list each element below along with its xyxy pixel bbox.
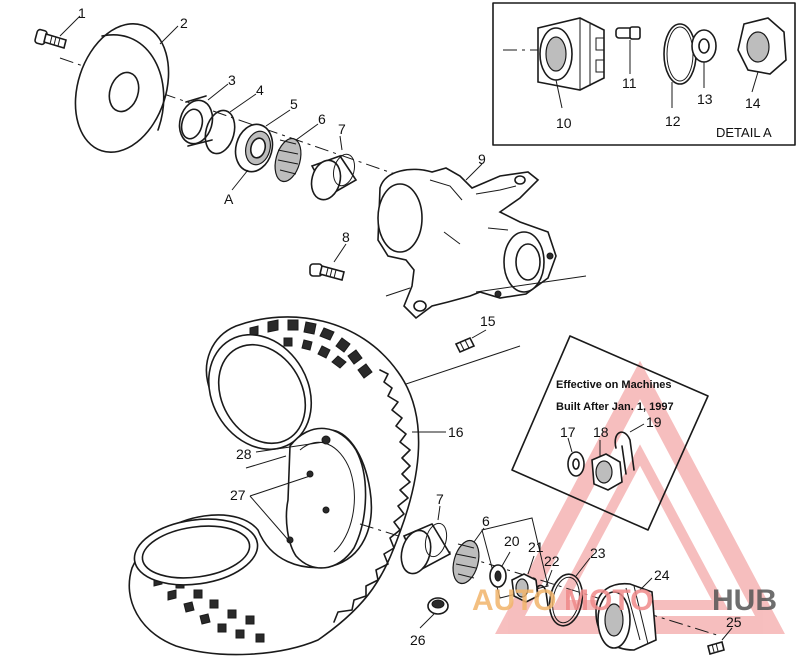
part-18-castle-nut	[591, 453, 623, 491]
note-box: Effective on Machines Built After Jan. 1…	[511, 335, 709, 531]
callout-4: 4	[256, 82, 264, 98]
callout-9: 9	[478, 151, 486, 167]
watermark-part-3: HUB	[712, 584, 777, 617]
callout-8: 8	[342, 229, 350, 245]
callout-20: 20	[504, 533, 520, 549]
callout-18: 18	[593, 424, 609, 440]
callout-12: 12	[665, 113, 681, 129]
part-5-bearing	[234, 123, 274, 173]
tire-tread-bottom	[153, 575, 265, 643]
part-17-washer	[567, 451, 585, 477]
part-8-bolt	[309, 263, 345, 281]
callout-13: 13	[697, 91, 713, 107]
callout-17: 17	[560, 424, 576, 440]
callout-28: 28	[236, 446, 252, 462]
note-line-2: Built After Jan. 1, 1997	[556, 401, 674, 413]
callout-1: 1	[78, 5, 86, 21]
callout-6-lower: 6	[482, 513, 490, 529]
watermark-part-1: AUTO	[472, 584, 556, 617]
part-13-washer	[691, 29, 717, 63]
detail-a-label: DETAIL A	[716, 125, 772, 140]
callout-16: 16	[448, 424, 464, 440]
callout-25: 25	[726, 614, 742, 630]
part-6-lower-bearing	[452, 539, 480, 585]
callout-3: 3	[228, 72, 236, 88]
watermark-part-2: MOTO	[564, 584, 653, 617]
part-19-cotter-pin	[614, 431, 635, 475]
part-23-oring	[548, 573, 584, 627]
callout-22: 22	[544, 553, 560, 569]
callout-21: 21	[528, 539, 544, 555]
part-22-pin	[536, 584, 549, 607]
callout-10: 10	[556, 115, 572, 131]
part-12-oring	[663, 23, 697, 85]
callout-15: 15	[480, 313, 496, 329]
part-26-valve	[427, 597, 449, 615]
callout-27: 27	[230, 487, 246, 503]
callout-26: 26	[410, 632, 426, 648]
callout-23: 23	[590, 545, 606, 561]
part-16-tire	[128, 316, 420, 656]
part-6-roller-bearing	[274, 137, 302, 183]
part-7-lower-race	[400, 522, 452, 575]
part-9-hub-carrier	[377, 167, 557, 320]
detail-a-box: 10 11 12 13 14 DETAIL A	[492, 2, 796, 146]
callout-11: 11	[622, 75, 637, 91]
part-2-brake-disc	[74, 22, 170, 154]
part-25-bolt	[707, 641, 725, 655]
carrier-guide-line	[385, 275, 587, 297]
callout-5: 5	[290, 96, 298, 112]
part-15-stud	[454, 336, 476, 354]
callout-7-lower: 7	[436, 491, 444, 507]
part-10-hub	[503, 17, 605, 91]
detail-ref-a: A	[224, 191, 234, 207]
part-20-washer	[489, 564, 507, 588]
part-3-seal	[178, 95, 214, 147]
callout-7-upper: 7	[338, 121, 346, 137]
note-box-leader	[399, 345, 521, 387]
note-line-1: Effective on Machines	[556, 379, 672, 391]
callout-14: 14	[745, 95, 761, 111]
part-4-ring	[204, 109, 236, 155]
part-11-pin	[615, 26, 641, 40]
watermark-text: AUTO MOTO HUB	[472, 584, 777, 617]
part-24-hub-cap	[595, 582, 657, 651]
part-7-race	[310, 153, 358, 201]
callout-6-upper: 6	[318, 111, 326, 127]
callout-24: 24	[654, 567, 670, 583]
part-1-bolt	[34, 28, 67, 50]
callout-19: 19	[646, 414, 662, 430]
tire-tread-top	[249, 319, 373, 379]
part-21-nut	[511, 573, 539, 603]
callout-2: 2	[180, 15, 188, 31]
part-14-nut	[737, 17, 787, 75]
